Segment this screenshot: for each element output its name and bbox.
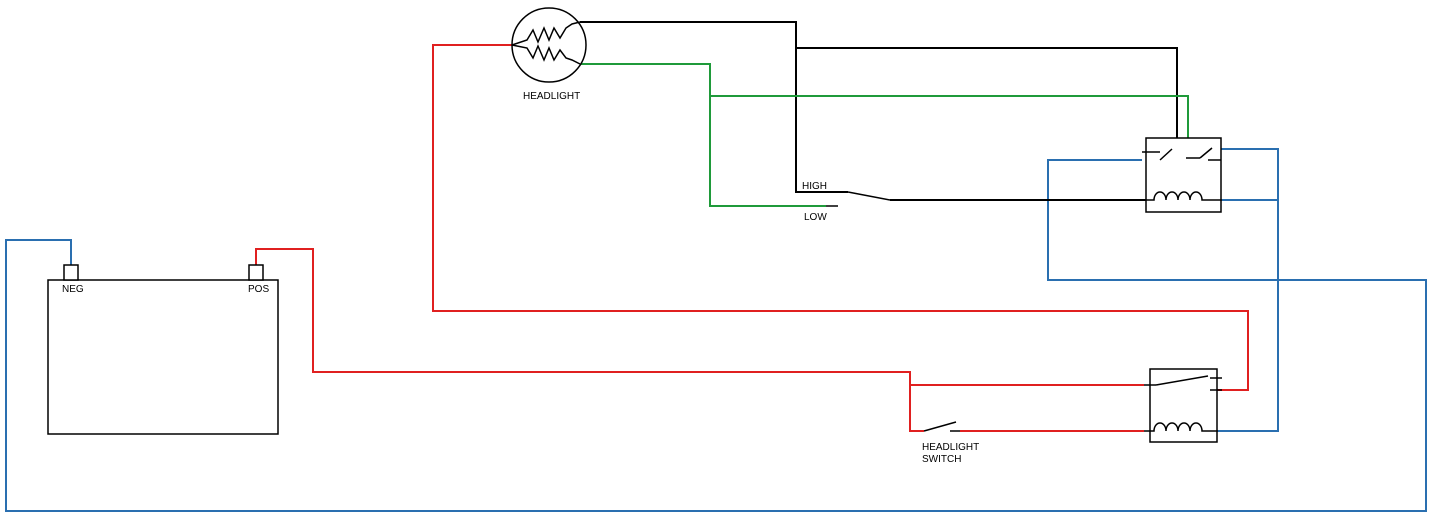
- headlight-label: HEADLIGHT: [523, 91, 580, 102]
- black-wires: [580, 21, 1178, 201]
- relay-low-feed-wire: [710, 95, 1200, 155]
- pos-label: POS: [248, 284, 269, 295]
- headlight-bulb-icon: [511, 7, 587, 83]
- high-label: HIGH: [802, 181, 827, 192]
- relay2-to-headlight-wire: [432, 44, 1249, 391]
- headlight: HEADLIGHT: [511, 7, 587, 102]
- relay-2-coil-icon: [1144, 422, 1218, 432]
- dimmer-switch: [826, 191, 891, 207]
- battery-pos-wire: [255, 248, 924, 432]
- dimmer-switch-lever: [847, 191, 891, 201]
- relay-common-blue-wire: [1218, 148, 1279, 432]
- battery-pos-terminal: [248, 264, 264, 281]
- headlight-low-wire: [580, 63, 826, 207]
- low-beam-filament: [511, 44, 581, 65]
- neg-label: NEG: [62, 284, 84, 295]
- low-label: LOW: [804, 212, 827, 223]
- battery: [47, 264, 279, 435]
- red-wires: [255, 44, 1249, 432]
- relay-high-feed-wire: [796, 47, 1178, 155]
- high-beam-filament: [511, 21, 581, 46]
- headlight-switch-label-line2: SWITCH: [922, 454, 961, 465]
- battery-body: [47, 279, 279, 435]
- headlight-high-wire: [580, 21, 848, 193]
- relay-2-body: [1149, 368, 1218, 443]
- relay-2: [1144, 368, 1222, 443]
- headlight-switch-label-line1: HEADLIGHT: [922, 442, 979, 453]
- headlight-switch: [923, 421, 960, 432]
- green-wires: [580, 63, 1200, 207]
- headlight-switch-lever: [923, 421, 957, 432]
- relay-1-coil-icon: [1146, 191, 1222, 201]
- battery-neg-terminal: [63, 264, 79, 281]
- relay-1: [1142, 137, 1222, 213]
